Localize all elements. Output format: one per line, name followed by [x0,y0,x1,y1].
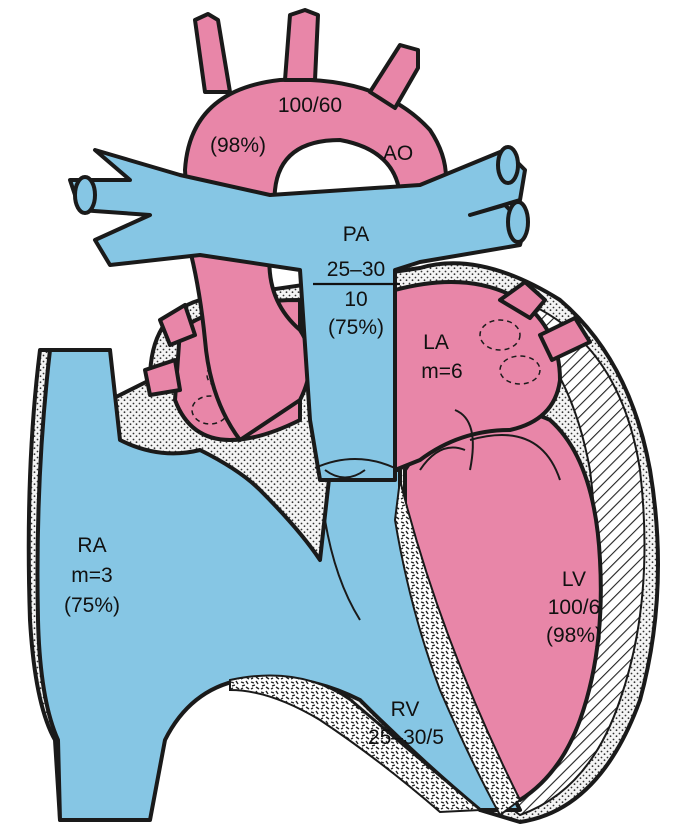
aorta-branch-1 [193,12,232,94]
aorta-saturation-label: (98%) [210,134,266,157]
pa-branch-end-2 [506,200,530,244]
rv-pressure-label: 25–30/5 [368,726,444,749]
lv-saturation-label: (98%) [546,624,602,647]
pa-branch-end-1 [496,145,520,185]
lv-wall-hatch [498,298,646,817]
aorta [183,77,448,442]
la-mean-label: m=6 [421,360,462,383]
pulmonary-valve [314,458,396,479]
right-pulmonary-vein-lower [143,358,182,397]
pa-saturation-label: (75%) [328,316,384,339]
ra-saturation-label: (75%) [64,594,120,617]
ra-name-label: RA [77,534,106,557]
left-pulmonary-vein-upper [498,280,547,320]
aorta-branch-2 [283,8,320,82]
mitral-valve [419,409,474,471]
left-pulmonary-vein-lower [538,316,592,362]
aorta-pressure-label: 100/60 [278,94,342,117]
mitral-chord [469,434,561,481]
pa-systolic-label: 25–30 [327,258,385,281]
lv-name-label: LV [562,568,586,591]
pa-name-label: PA [343,223,369,246]
pa-diastolic-label: 10 [344,288,367,311]
ra-mean-label: m=3 [71,564,112,587]
aorta-branch-3 [368,43,420,110]
la-name-label: LA [423,331,449,354]
pa-branch-end-3 [73,175,97,215]
right-pulmonary-vein-upper [158,303,197,347]
rv-name-label: RV [391,698,420,721]
tricuspid-chord [324,519,361,621]
rv-apex-trabeculations [229,674,483,814]
lv-pressure-label: 100/6 [548,596,601,619]
aorta-name-label: AO [383,142,413,165]
rv-trabeculations [393,479,522,817]
